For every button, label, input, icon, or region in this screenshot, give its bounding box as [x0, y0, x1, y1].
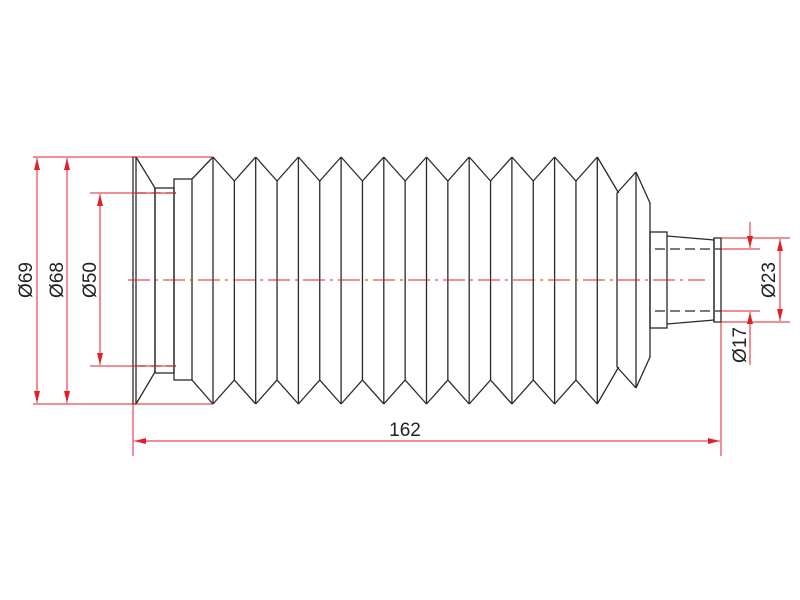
dimension-lines	[33, 156, 790, 456]
pleat-edge	[340, 156, 363, 182]
pleat-edge	[255, 379, 278, 405]
pleat-edge	[340, 379, 363, 405]
pleat-edge	[532, 156, 556, 182]
dim-label-68: Ø68	[47, 262, 68, 298]
pleat-edge	[490, 156, 513, 182]
pleat-edge	[383, 379, 406, 405]
pleat-edge	[554, 156, 577, 182]
arrowheads	[34, 158, 783, 444]
dim-label-69: Ø69	[16, 262, 37, 298]
pleat-edge	[404, 156, 427, 182]
pleat-edge	[575, 156, 598, 182]
pleat-edge	[511, 156, 534, 182]
dim-label-162: 162	[389, 420, 421, 441]
pleat-edge	[361, 156, 385, 182]
pleat-edge	[297, 156, 321, 182]
pleat-edge	[383, 156, 406, 182]
dim-label-17: Ø17	[730, 327, 751, 363]
pleat-edge	[212, 379, 235, 405]
pleat-edge	[426, 156, 449, 182]
pleat-edge	[255, 156, 278, 182]
pleat-edge	[490, 379, 513, 405]
pleat-edge	[447, 156, 470, 182]
pleat-edge	[554, 379, 577, 405]
dim-label-23: Ø23	[759, 262, 780, 298]
pleats	[212, 156, 620, 405]
pleat-edge	[212, 156, 235, 182]
right-end-ring	[713, 237, 722, 323]
pleat-edge	[297, 379, 321, 405]
pleat-edge	[233, 156, 257, 182]
pleat-edge	[319, 379, 342, 405]
pleat-edge	[404, 379, 427, 405]
pleat-edge	[596, 156, 620, 194]
pleat-edge	[276, 379, 299, 405]
pleat-edge	[361, 379, 385, 405]
pleat-edge	[468, 156, 492, 182]
pleat-edge	[468, 379, 492, 405]
pleat-edge	[575, 379, 598, 405]
pleat-edge	[511, 379, 534, 405]
pleat-edge	[276, 156, 299, 182]
pleat-edge	[426, 379, 449, 405]
pleat-edge	[319, 156, 342, 182]
pleat-edge	[532, 379, 556, 405]
pleat-edge	[596, 366, 620, 405]
pleat-edge	[233, 379, 257, 405]
dim-label-50: Ø50	[80, 262, 101, 298]
pleat-edge	[447, 379, 470, 405]
